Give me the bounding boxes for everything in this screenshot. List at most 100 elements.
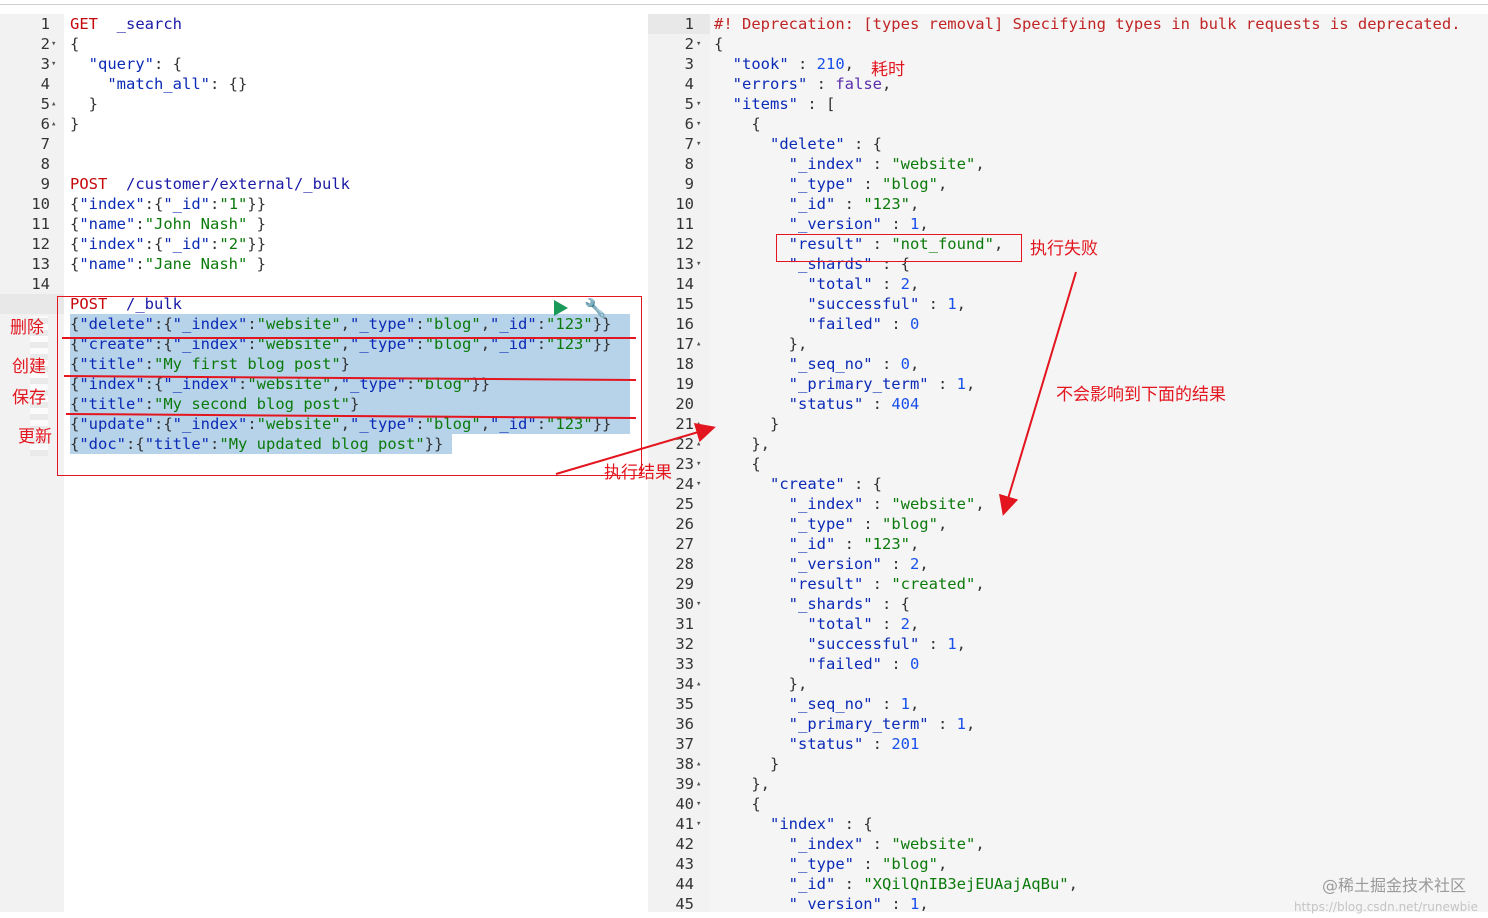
line-number: 38 (675, 755, 694, 773)
fold-caret-down-icon[interactable]: ▾ (696, 599, 702, 609)
code-token (714, 135, 770, 153)
fold-caret-up-icon[interactable]: ▴ (51, 99, 57, 109)
code-text: "status" : 404 (714, 394, 920, 414)
code-token (714, 275, 807, 293)
request-code-area[interactable] (64, 14, 642, 912)
fold-caret-down-icon[interactable]: ▾ (696, 39, 702, 49)
code-token: "My first blog post" (154, 355, 341, 373)
fold-caret-up-icon[interactable]: ▴ (696, 679, 702, 689)
code-text: "index" : { (714, 814, 873, 834)
code-text: {"name":"John Nash" } (70, 214, 266, 234)
code-token (714, 495, 789, 513)
line-number: 7 (684, 135, 694, 153)
line-number: 11 (31, 215, 50, 233)
code-token: , (919, 555, 929, 573)
code-token: : { (835, 815, 873, 833)
fold-caret-down-icon[interactable]: ▾ (696, 799, 702, 809)
code-text: POST /customer/external/_bulk (70, 174, 350, 194)
code-text: "successful" : 1, (714, 294, 966, 314)
code-token: : (536, 335, 547, 353)
code-token: "123" (546, 315, 593, 333)
code-text: #! Deprecation: [types removal] Specifyi… (714, 14, 1461, 34)
fold-caret-down-icon[interactable]: ▾ (696, 139, 702, 149)
request-line: {"delete":{"_index":"website","_type":"b… (0, 314, 642, 334)
fold-caret-up-icon[interactable]: ▴ (696, 419, 702, 429)
code-token: { (70, 415, 80, 433)
request-line: 10{"index":{"_id":"1"}} (0, 194, 642, 214)
fold-caret-up-icon[interactable]: ▴ (51, 119, 57, 129)
code-token: , (480, 415, 491, 433)
line-number: 10 (31, 195, 50, 213)
response-viewer[interactable]: 1 #! Deprecation: [types removal] Specify… (648, 14, 1488, 912)
line-number: 26 (675, 515, 694, 533)
fold-caret-down-icon[interactable]: ▾ (51, 39, 57, 49)
response-line: 11 "_version" : 1, (648, 214, 1488, 234)
response-line: 34▴ }, (648, 674, 1488, 694)
line-number: 24 (675, 475, 694, 493)
fold-caret-up-icon[interactable]: ▴ (696, 339, 702, 349)
fold-caret-down-icon[interactable]: ▾ (696, 819, 702, 829)
line-number: 6 (40, 115, 50, 133)
code-token: "website" (891, 155, 976, 173)
request-line: 4 "match_all": {} (0, 74, 642, 94)
line-number: 12 (31, 235, 50, 253)
code-token: { (70, 195, 80, 213)
code-token: : (415, 315, 425, 333)
play-icon[interactable] (554, 300, 568, 316)
code-token: : (919, 295, 948, 313)
code-token (714, 215, 789, 233)
response-line: 27 "_id" : "123", (648, 534, 1488, 554)
code-token: { (70, 35, 80, 53)
response-line: 21▴ } (648, 414, 1488, 434)
response-line: 30▾ "_shards" : { (648, 594, 1488, 614)
code-token: "_id" (788, 535, 836, 553)
code-token: : (928, 375, 957, 393)
code-token: , (937, 175, 948, 193)
code-token: "_primary_term" (788, 375, 929, 393)
selection-highlight (70, 414, 630, 434)
code-token: : (853, 175, 882, 193)
code-token: : (807, 75, 836, 93)
fold-caret-down-icon[interactable]: ▾ (696, 459, 702, 469)
code-token: 1 (947, 635, 957, 653)
code-token: : (881, 655, 910, 673)
selection-highlight (70, 354, 630, 374)
code-token: , (937, 515, 948, 533)
code-token: "total" (807, 615, 873, 633)
fold-caret-down-icon[interactable]: ▾ (696, 479, 702, 489)
code-token: { (70, 395, 80, 413)
code-token: "123" (863, 195, 910, 213)
line-number: 3 (684, 55, 694, 73)
request-line: 5▴ } (0, 94, 642, 114)
code-token: "123" (546, 335, 593, 353)
line-number: 35 (675, 695, 694, 713)
code-token (107, 175, 126, 193)
active-line-highlight (648, 14, 710, 34)
line-number: 8 (40, 155, 50, 173)
code-token: "blog" (424, 335, 481, 353)
response-line: 31 "total" : 2, (648, 614, 1488, 634)
fold-caret-down-icon[interactable]: ▾ (51, 59, 57, 69)
code-token: , (910, 195, 920, 213)
code-token: "match_all" (107, 75, 210, 93)
request-line: {"title":"My second blog post"} (0, 394, 642, 414)
fold-caret-up-icon[interactable]: ▴ (696, 759, 702, 769)
code-token: , (910, 695, 920, 713)
fold-caret-down-icon[interactable]: ▾ (696, 99, 702, 109)
code-text: { (70, 34, 79, 54)
code-token: , (910, 615, 920, 633)
code-token (714, 175, 789, 193)
fold-caret-down-icon[interactable]: ▾ (696, 119, 702, 129)
fold-caret-up-icon[interactable]: ▴ (696, 779, 702, 789)
wrench-icon[interactable]: 🔧 (584, 298, 607, 319)
fold-caret-down-icon[interactable]: ▾ (696, 259, 702, 269)
fold-caret-up-icon[interactable]: ▴ (696, 439, 702, 449)
code-token: { (70, 355, 80, 373)
code-text: "_seq_no" : 1, (714, 694, 920, 714)
code-token: "title" (79, 355, 145, 373)
line-number: 1 (40, 15, 50, 33)
code-token: , (965, 375, 976, 393)
response-line: 4 "errors" : false, (648, 74, 1488, 94)
annotation-exec-result: 执行结果 (604, 463, 672, 483)
